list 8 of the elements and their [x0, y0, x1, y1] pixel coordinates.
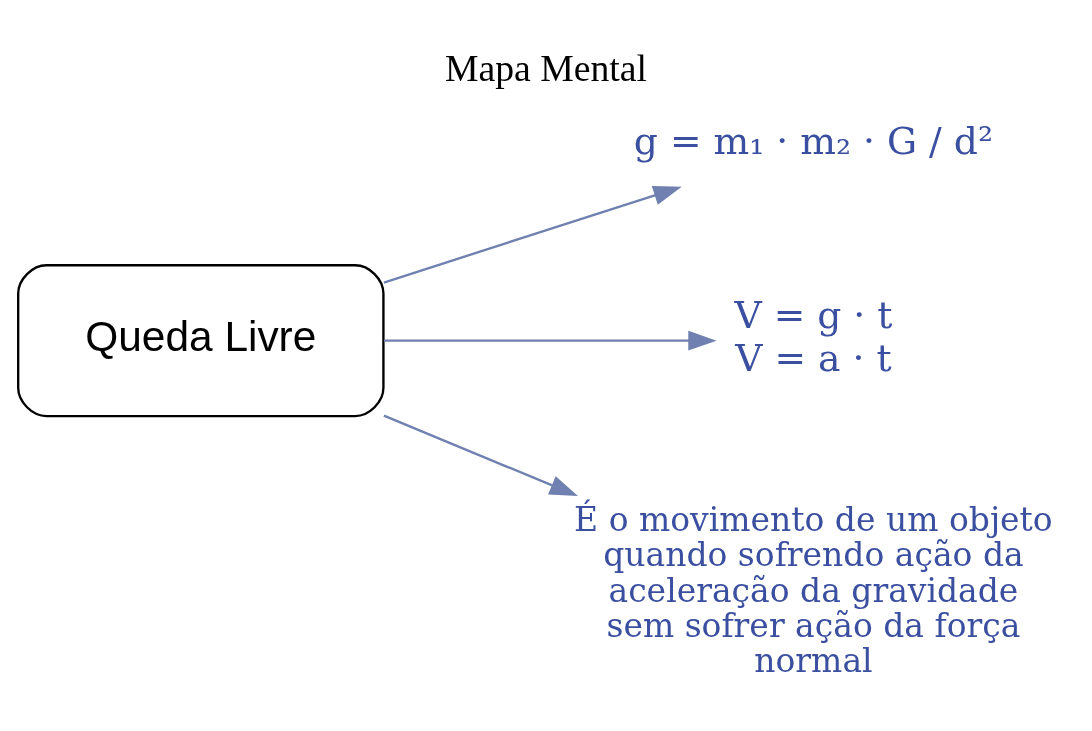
node-box: Queda Livre [17, 263, 385, 417]
diagram-title: Mapa Mental [445, 46, 647, 89]
node-text: g = m₁ · m₂ · G / d² [633, 118, 994, 163]
arrow [383, 185, 682, 284]
node-text: V = g · t V = a · t [734, 292, 893, 380]
node-text: É o movimento de um objeto quando sofrendo ação da aceleração da gravidade sem sofrer ação da força normal [574, 499, 1053, 680]
arrow [383, 414, 578, 496]
arrow [383, 330, 717, 351]
